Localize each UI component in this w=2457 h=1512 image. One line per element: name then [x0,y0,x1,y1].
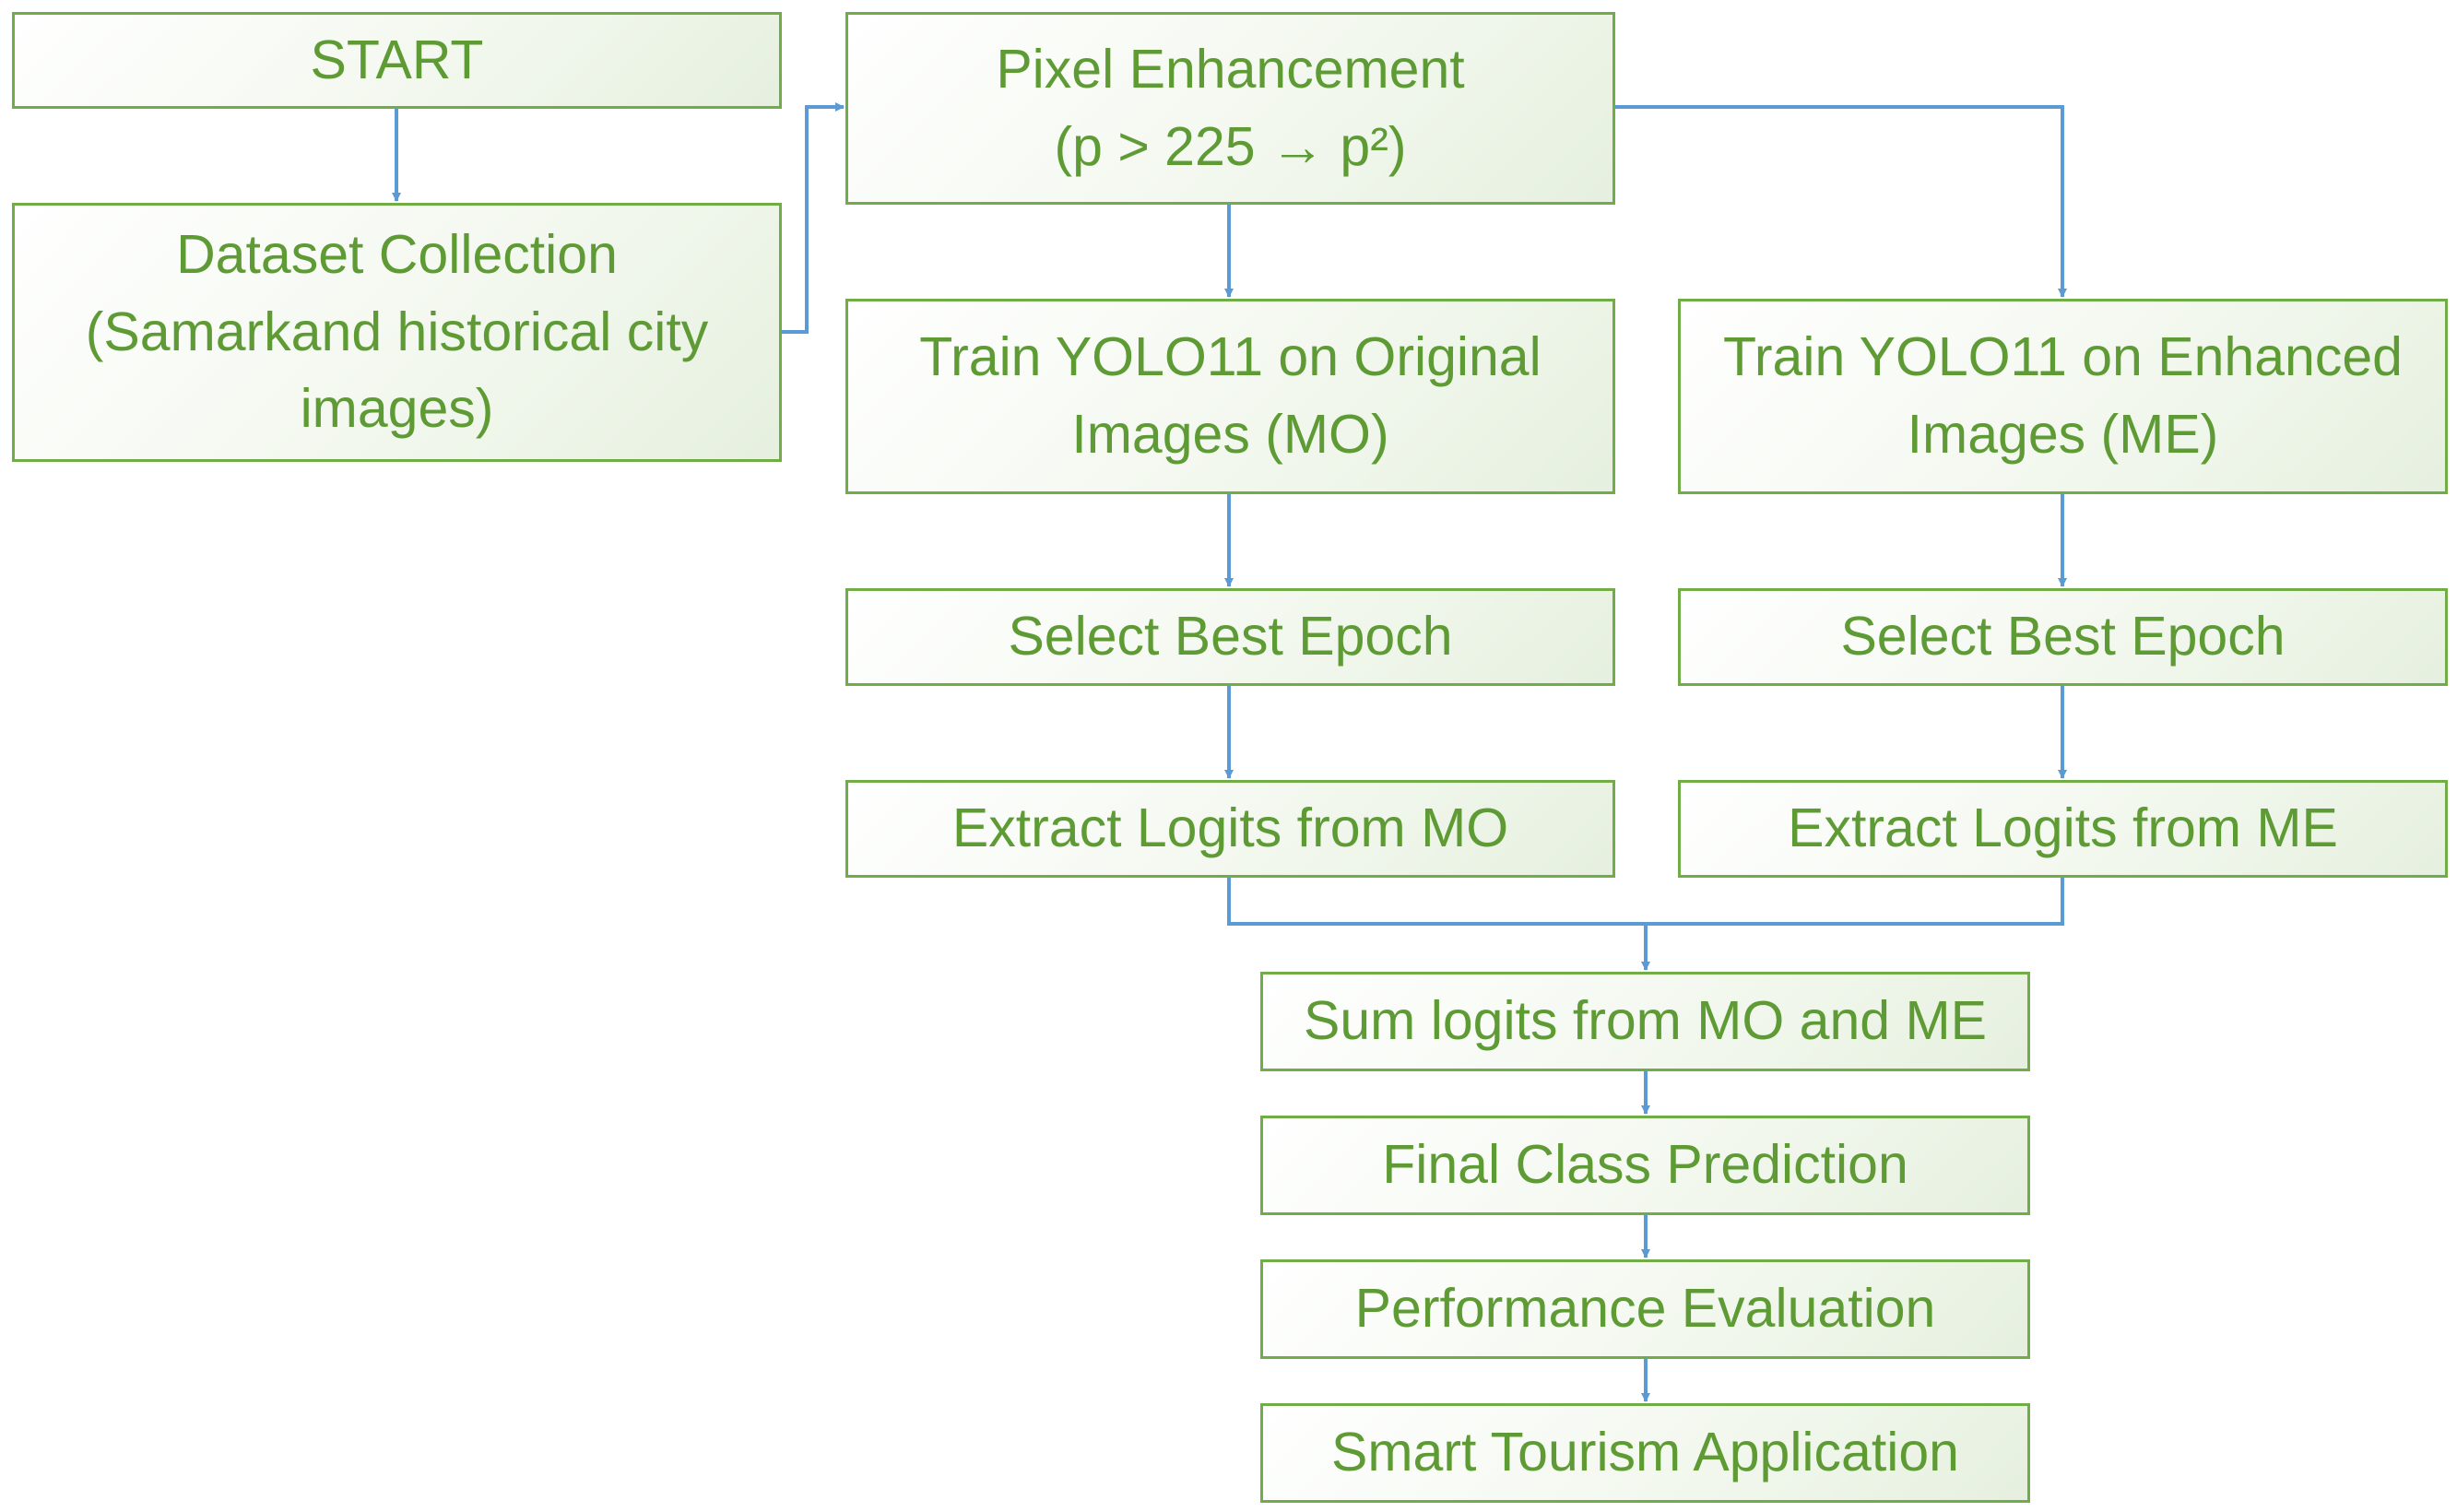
pixel-enhancement-text: Pixel Enhancement (p > 225 → p²) [996,31,1464,186]
extract-logits-mo-box: Extract Logits from MO [845,780,1615,878]
extract-logits-me-text: Extract Logits from ME [1788,790,2338,868]
train-mo-text: Train YOLO11 on Original Images (MO) [919,319,1541,474]
select-epoch-me-text: Select Best Epoch [1840,598,2285,676]
train-mo-box: Train YOLO11 on Original Images (MO) [845,299,1615,494]
extract-logits-me-box: Extract Logits from ME [1678,780,2448,878]
arrow-dataset-to-enhancement [780,102,845,334]
performance-evaluation-text: Performance Evaluation [1355,1270,1936,1348]
pixel-enhancement-line-2: (p > 225 → p²) [1054,115,1407,177]
select-epoch-mo-label: Select Best Epoch [1008,606,1453,667]
select-epoch-me-label: Select Best Epoch [1840,606,2286,667]
sum-logits-label: Sum logits from MO and ME [1304,990,1987,1052]
arrow-logits-me-merge [1646,876,2064,926]
train-me-text: Train YOLO11 on Enhanced Images (ME) [1723,319,2403,474]
dataset-collection-line-3: images) [300,378,494,440]
smart-tourism-application-box: Smart Tourism Application [1260,1403,2030,1503]
sum-logits-box: Sum logits from MO and ME [1260,972,2030,1071]
select-epoch-mo-text: Select Best Epoch [1008,598,1452,676]
pixel-enhancement-box: Pixel Enhancement (p > 225 → p²) [845,12,1615,205]
start-box-text: START [311,22,484,100]
dataset-collection-line-2: (Samarkand historical city [85,301,709,362]
select-epoch-mo-box: Select Best Epoch [845,588,1615,686]
performance-evaluation-label: Performance Evaluation [1354,1278,1936,1340]
pixel-enhancement-line-1: Pixel Enhancement [996,38,1465,100]
extract-logits-mo-label: Extract Logits from MO [951,797,1509,859]
final-class-prediction-text: Final Class Prediction [1382,1127,1908,1204]
train-mo-line-2: Images (MO) [1071,404,1389,465]
train-me-line-2: Images (ME) [1907,404,2219,465]
start-label: START [310,29,484,90]
select-epoch-me-box: Select Best Epoch [1678,588,2448,686]
arrow-enhancement-to-train-me [1613,105,2067,298]
smart-tourism-application-label: Smart Tourism Application [1331,1422,1959,1483]
dataset-collection-line-1: Dataset Collection [176,223,618,285]
extract-logits-me-label: Extract Logits from ME [1788,797,2338,859]
train-mo-line-1: Train YOLO11 on Original [919,326,1542,388]
final-class-prediction-box: Final Class Prediction [1260,1116,2030,1215]
extract-logits-mo-text: Extract Logits from MO [952,790,1508,868]
start-box: START [12,12,782,109]
sum-logits-text: Sum logits from MO and ME [1304,983,1987,1060]
dataset-collection-box: Dataset Collection (Samarkand historical… [12,203,782,462]
final-class-prediction-label: Final Class Prediction [1382,1134,1908,1196]
train-me-box: Train YOLO11 on Enhanced Images (ME) [1678,299,2448,494]
dataset-collection-text: Dataset Collection (Samarkand historical… [86,217,708,448]
arrow-logits-mo-merge [1227,876,1646,926]
performance-evaluation-box: Performance Evaluation [1260,1259,2030,1359]
train-me-line-1: Train YOLO11 on Enhanced [1723,326,2403,388]
smart-tourism-application-text: Smart Tourism Application [1331,1414,1959,1492]
